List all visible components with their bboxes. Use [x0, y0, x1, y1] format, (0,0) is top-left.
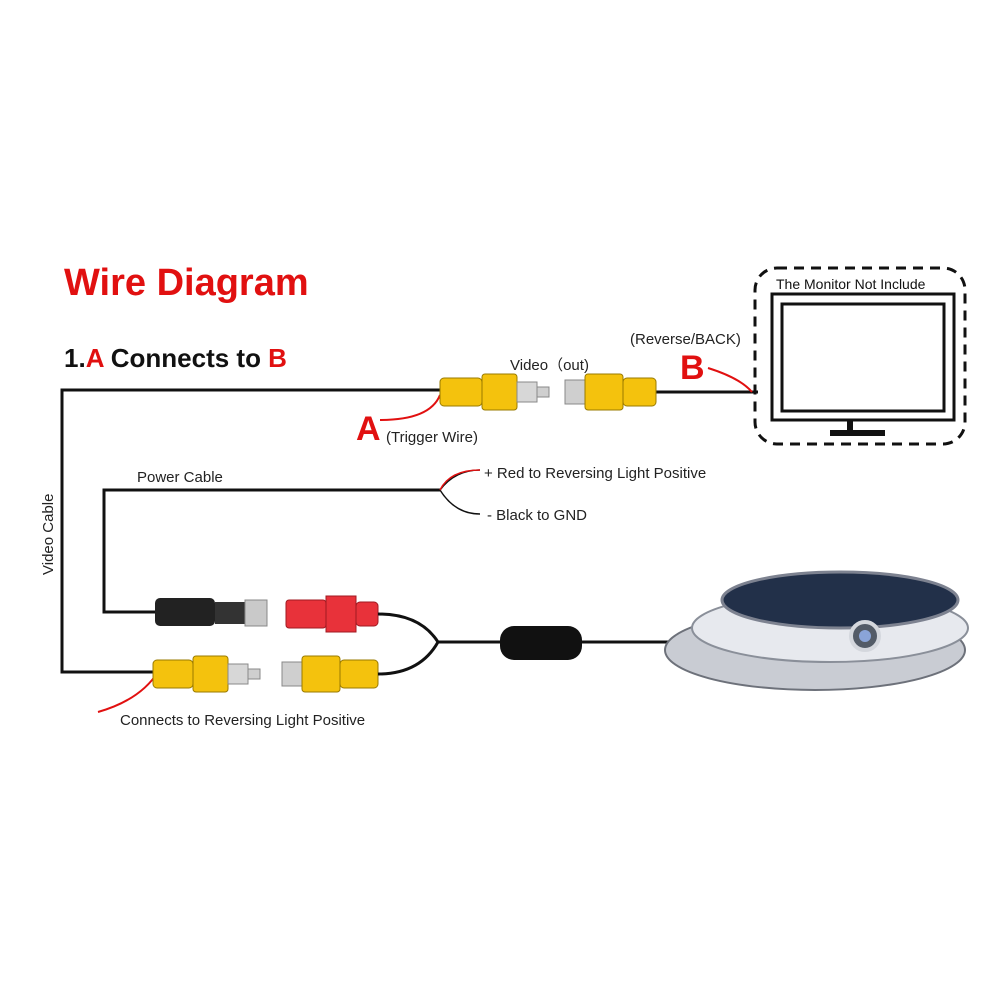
dc-female-connector — [285, 595, 379, 633]
dc-male-connector — [155, 598, 268, 627]
video-cable-label: Video Cable — [40, 493, 57, 575]
merge-wire-lower — [377, 641, 440, 676]
monitor-stand — [847, 420, 853, 432]
monitor-not-include-label: The Monitor Not Include — [776, 276, 926, 292]
video-cable-line — [60, 388, 440, 674]
rca-female-top — [564, 373, 657, 411]
annotation-curve-bottom — [97, 671, 159, 713]
step-middle: Connects to — [103, 343, 269, 373]
step-b: B — [268, 343, 287, 373]
power-cable-line — [102, 488, 440, 614]
power-split-black — [439, 489, 481, 515]
red-positive-label: + Red to Reversing Light Positive — [484, 465, 707, 482]
annotation-curve-b — [707, 367, 753, 393]
monitor-dashed-frame — [753, 266, 967, 446]
page-title: Wire Diagram — [64, 262, 309, 304]
rca-male-top — [439, 373, 550, 411]
step-number: 1. — [64, 343, 86, 373]
annotation-curve-a — [379, 394, 441, 421]
connects-reversing-label: Connects to Reversing Light Positive — [120, 712, 366, 729]
rca-male-bottom — [152, 655, 261, 693]
inline-box — [500, 626, 582, 660]
black-gnd-label: - Black to GND — [487, 507, 588, 524]
merge-wire-upper — [377, 612, 440, 643]
monitor-screen — [780, 302, 946, 413]
rca-female-bottom — [281, 655, 379, 693]
power-cable-label: Power Cable — [137, 469, 223, 486]
b-letter: B — [680, 349, 705, 387]
reverse-back-label: (Reverse/BACK) — [630, 331, 741, 348]
step-a: A — [85, 343, 104, 373]
a-letter: A — [356, 410, 381, 448]
monitor-bezel — [770, 292, 956, 422]
annotation-curve-power-red — [439, 469, 481, 491]
monitor-base — [830, 430, 885, 436]
camera-icon — [664, 570, 969, 691]
trigger-wire-label: (Trigger Wire) — [386, 429, 478, 446]
step-text: 1.A Connects to B — [64, 343, 287, 374]
video-out-label: Video（out) — [510, 357, 589, 374]
